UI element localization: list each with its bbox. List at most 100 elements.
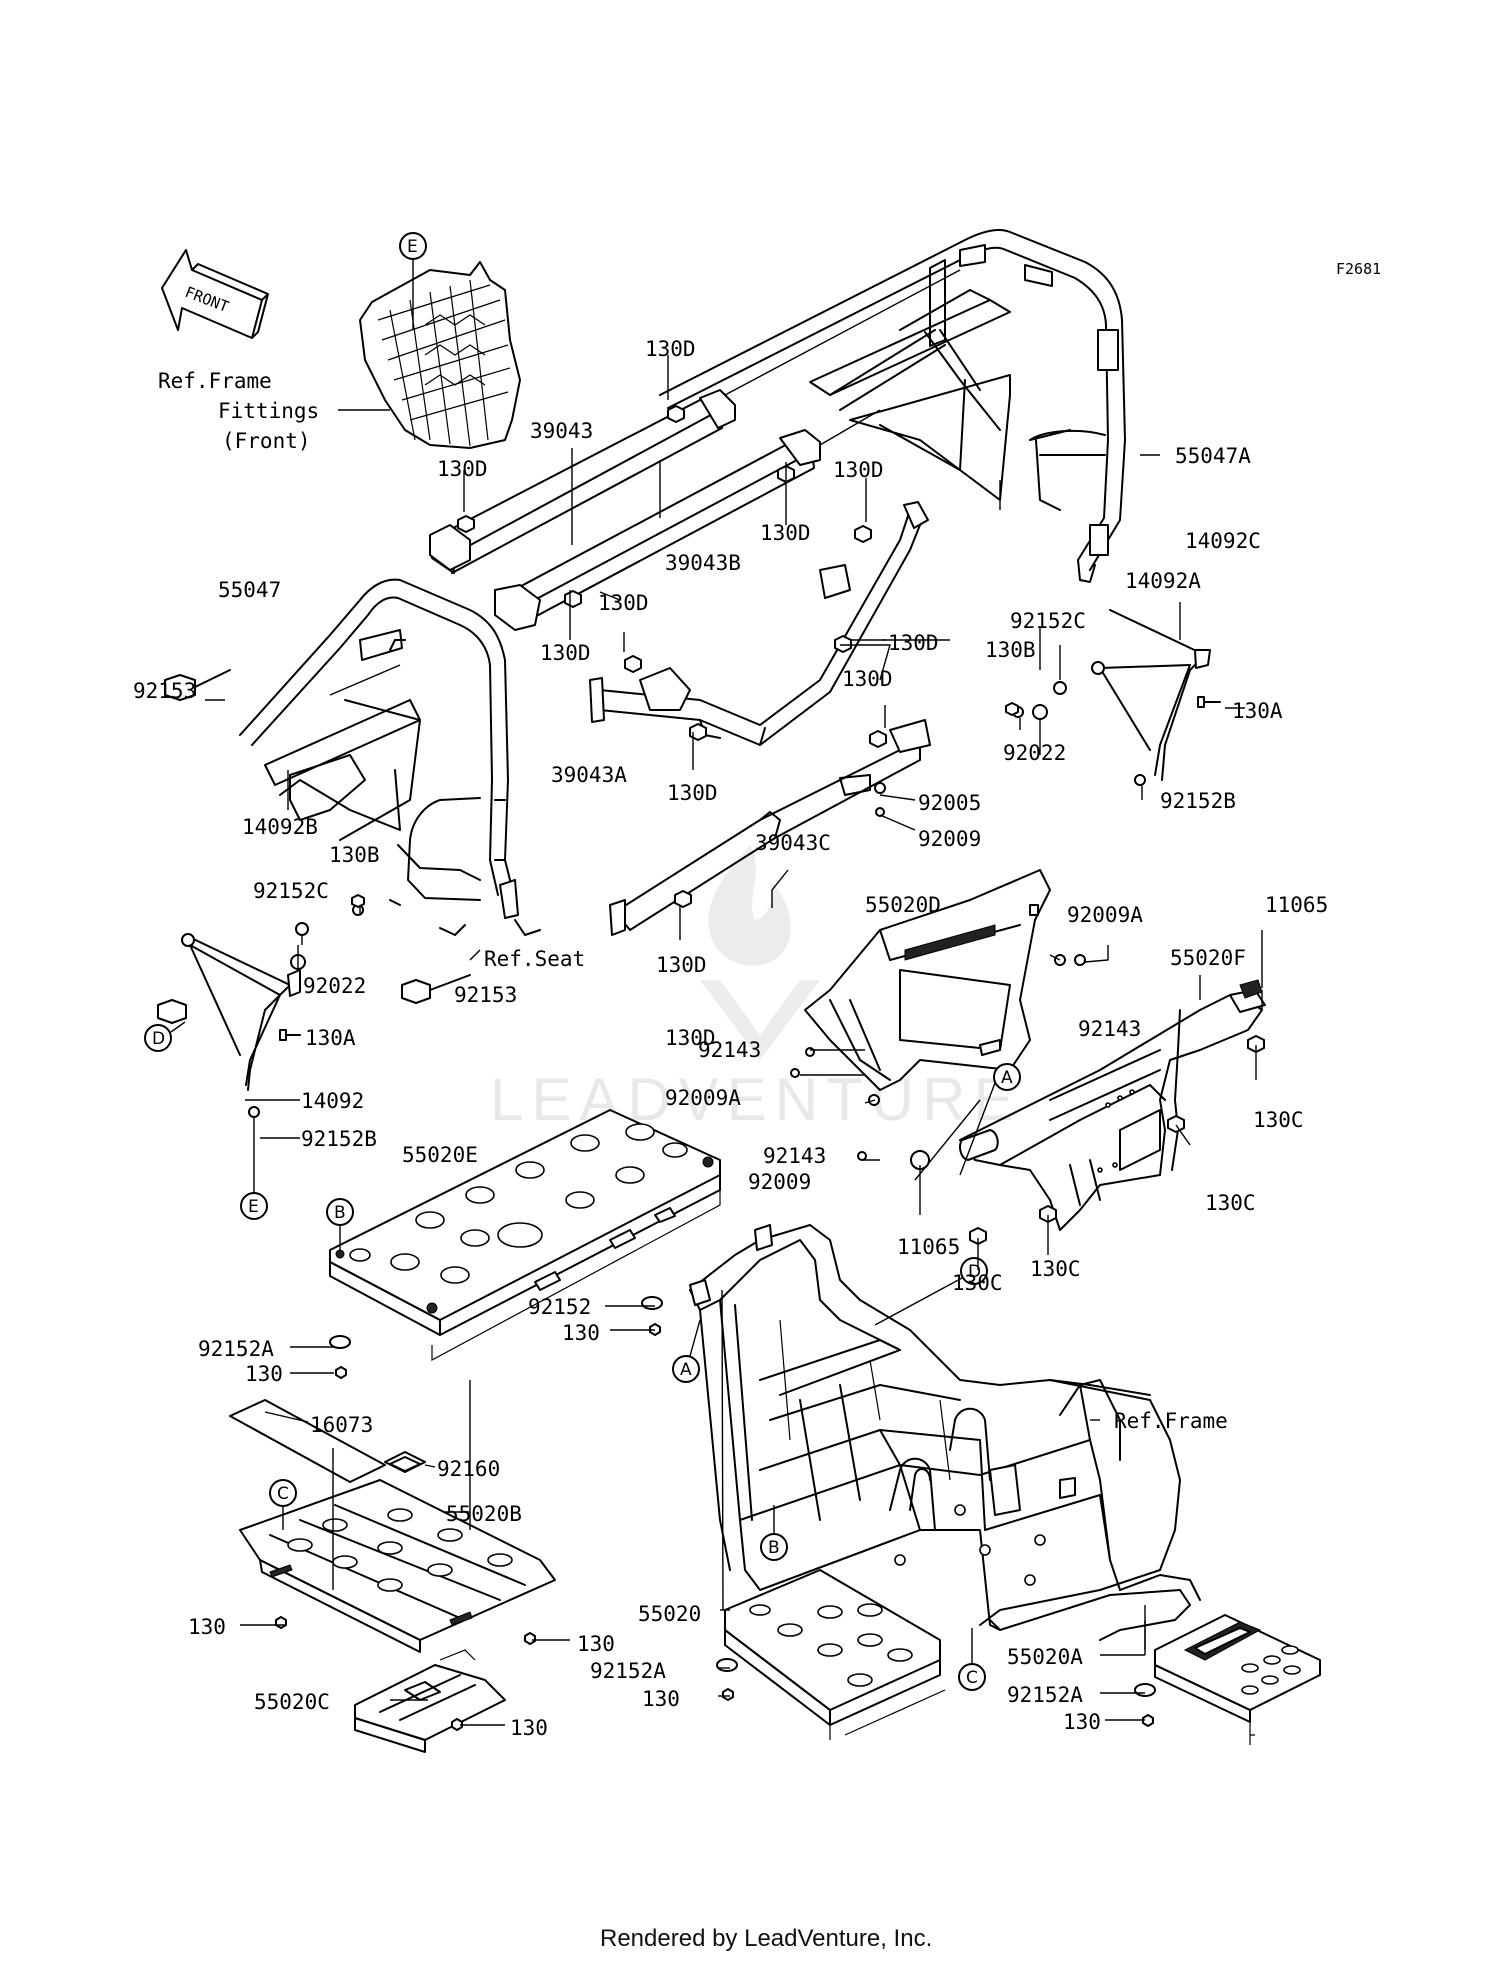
label-92009-1: 92009 [918,827,981,851]
label-92152a-2: 92152A [590,1659,666,1683]
label-130c-2: 130C [1205,1191,1256,1215]
label-92153-1: 92153 [133,679,196,703]
skid-plate-55020a-drawing [1154,1614,1321,1745]
label-39043c: 39043C [755,831,831,855]
label-55020e: 55020E [402,1143,478,1167]
upper-bar-39043b-drawing [494,409,881,631]
connector-circle-d-upper: D [144,1021,186,1052]
label-130b-1: 130B [329,843,380,867]
skid-plate-55020-drawing [724,1569,946,1740]
label-92143-2: 92143 [698,1038,761,1062]
footer-credit: Rendered by LeadVenture, Inc. [600,1925,932,1952]
label-130b-2: 130B [985,638,1036,662]
label-130-6: 130 [642,1687,680,1711]
label-14092: 14092 [301,1089,364,1113]
connector-letter-a-lower: A [680,1360,692,1380]
connector-circle-b-upper: B [326,1198,354,1250]
label-39043a: 39043A [551,763,627,787]
connector-circle-e-lower: E [240,1110,268,1220]
skid-plate-55020b-drawing [239,1479,556,1653]
skid-plate-55020e-drawing [329,1109,721,1362]
front-arrow-icon: FRONT [161,249,269,339]
label-130d-9: 130D [667,781,718,805]
label-92005: 92005 [918,791,981,815]
label-14092c: 14092C [1185,529,1261,553]
label-130d-3: 130D [833,458,884,482]
ref-frame-fittings-line1: Ref.Frame [158,369,272,393]
bracket-14092-drawing [181,933,301,1091]
connector-letter-e-upper: E [407,237,418,257]
label-ref-seat: Ref.Seat [484,947,585,971]
ref-frame-fittings-line3: (Front) [222,429,311,453]
label-14092b: 14092B [242,815,318,839]
label-14092a: 14092A [1125,569,1201,593]
label-130c-3: 130C [952,1271,1003,1295]
connector-circle-b-lower: B [760,1505,788,1561]
label-55020: 55020 [638,1602,701,1626]
cross-bar-39043a-drawing [589,501,929,746]
label-39043: 39043 [530,419,593,443]
label-92152a-1: 92152A [198,1337,274,1361]
label-92022-1: 92022 [303,974,366,998]
connector-letter-e-lower: E [248,1197,259,1217]
main-frame-drawing [689,1224,1201,1641]
gasket-16073-drawing [229,1399,386,1483]
label-130-3: 130 [188,1615,226,1639]
bumper-55020f-drawing [959,989,1266,1231]
leadventure-watermark-logo: LEADVENTURE [490,845,1021,1133]
connector-letter-b-lower: B [768,1538,780,1558]
roll-cage-rear-hoop-drawing [659,229,1126,583]
skid-plate-55020c-drawing [354,1649,506,1753]
label-92152: 92152 [528,1295,591,1319]
label-92152c-2: 92152C [1010,609,1086,633]
label-130d-4: 130D [760,521,811,545]
label-55047: 55047 [218,578,281,602]
label-55020c: 55020C [254,1690,330,1714]
fasteners-drawing [157,405,1265,1731]
connector-letter-b-upper: B [334,1203,346,1223]
label-130a-1: 130A [305,1026,356,1050]
part-labels: 39043 130D 130D 130D 130D 39043B 14092C … [133,337,1328,1740]
upper-bar-39043-drawing [429,269,961,574]
label-92143-3: 92143 [763,1144,826,1168]
connector-circle-c-lower: C [958,1628,986,1691]
label-55047a: 55047A [1175,444,1251,468]
label-11065-1: 11065 [1265,893,1328,917]
figure-code: F2681 [1336,260,1381,278]
connector-letter-a-upper: A [1001,1068,1013,1088]
label-55020f: 55020F [1170,946,1246,970]
label-92143-1: 92143 [1078,1017,1141,1041]
label-130d-1: 130D [645,337,696,361]
label-92022-2: 92022 [1003,741,1066,765]
label-130-2: 130 [245,1362,283,1386]
cross-bar-39043c-drawing [609,719,931,936]
label-130-5: 130 [510,1716,548,1740]
label-92009-2: 92009 [748,1170,811,1194]
label-11065-2: 11065 [897,1235,960,1259]
label-ref-frame: Ref.Frame [1114,1409,1228,1433]
label-130c-1: 130C [1253,1108,1304,1132]
leader-lines [205,355,1263,1726]
label-130d-7: 130D [888,631,939,655]
label-16073: 16073 [310,1413,373,1437]
watermark-text: LEADVENTURE [490,1066,1021,1133]
label-130d-6: 130D [598,591,649,615]
connector-letter-c-upper: C [277,1484,289,1504]
cap-92160-drawing [384,1451,426,1473]
connector-circle-e-upper: E [399,232,427,330]
label-130d-5: 130D [540,641,591,665]
bracket-14092a-drawing [1091,609,1211,781]
label-92160: 92160 [437,1457,500,1481]
label-92153-2: 92153 [454,983,517,1007]
label-130-7: 130 [1063,1710,1101,1734]
ref-frame-fittings-line2: Fittings [218,399,319,423]
label-130-1: 130 [562,1321,600,1345]
label-55020d: 55020D [865,893,941,917]
label-92152b-2: 92152B [1160,789,1236,813]
label-130c-4: 130C [1030,1257,1081,1281]
label-92152a-3: 92152A [1007,1683,1083,1707]
label-92152b-1: 92152B [301,1127,377,1151]
label-130d-2: 130D [437,457,488,481]
label-55020b: 55020B [446,1502,522,1526]
